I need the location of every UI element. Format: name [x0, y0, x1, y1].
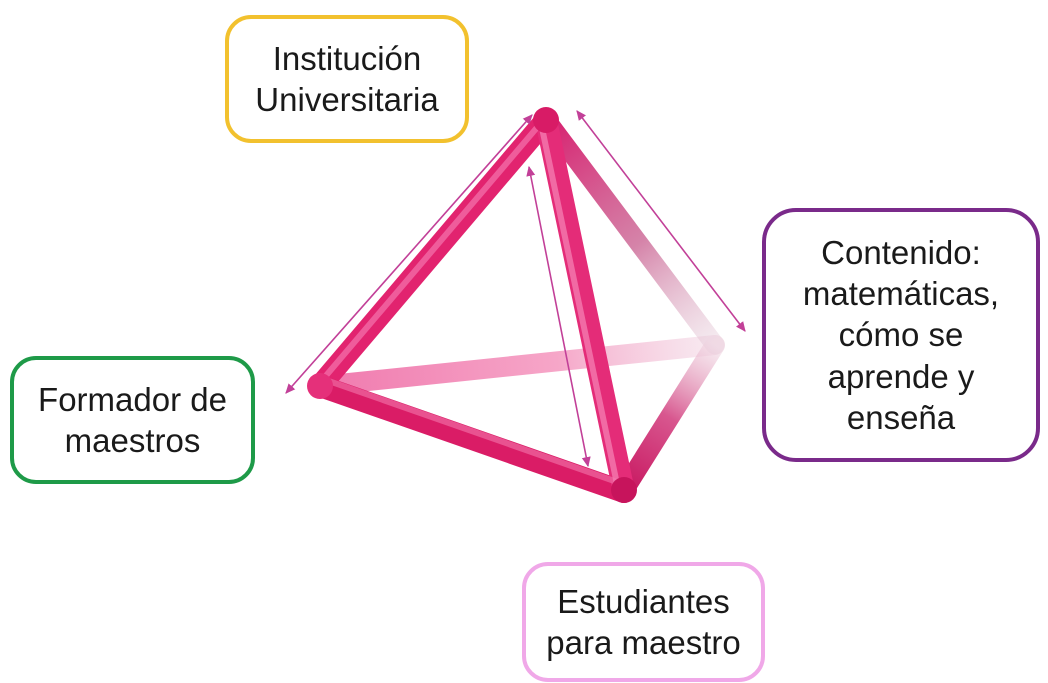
relation-arrows [285, 110, 746, 468]
contenido-box: Contenido: matemáticas, cómo se aprende … [762, 208, 1040, 462]
institucion-universitaria-label: Institución Universitaria [255, 39, 439, 118]
estudiantes-para-maestro-label: Estudiantes para maestro [546, 582, 741, 661]
institucion-universitaria-box: Institución Universitaria [225, 15, 469, 143]
estudiantes-para-maestro-box: Estudiantes para maestro [522, 562, 765, 682]
contenido-label: Contenido: matemáticas, cómo se aprende … [802, 233, 1000, 436]
arrow-institucion-formador [285, 114, 533, 394]
edge-left-bottom [309, 375, 635, 503]
edge-top-left-highlight [321, 121, 543, 381]
vertex-left [307, 373, 333, 399]
arrow-institucion-contenido [576, 110, 746, 332]
vertex-top [533, 107, 559, 133]
arrow-institucion-estudiantes [526, 165, 591, 468]
formador-de-maestros-label: Formador de maestros [38, 380, 227, 459]
edge-top-bottom-highlight [539, 125, 620, 487]
edge-back-left-right [310, 335, 725, 396]
edge-right-bottom [614, 335, 725, 500]
formador-de-maestros-box: Formador de maestros [10, 356, 255, 484]
edge-left-bottom-highlight [323, 377, 623, 486]
vertex-bottom [611, 477, 637, 503]
